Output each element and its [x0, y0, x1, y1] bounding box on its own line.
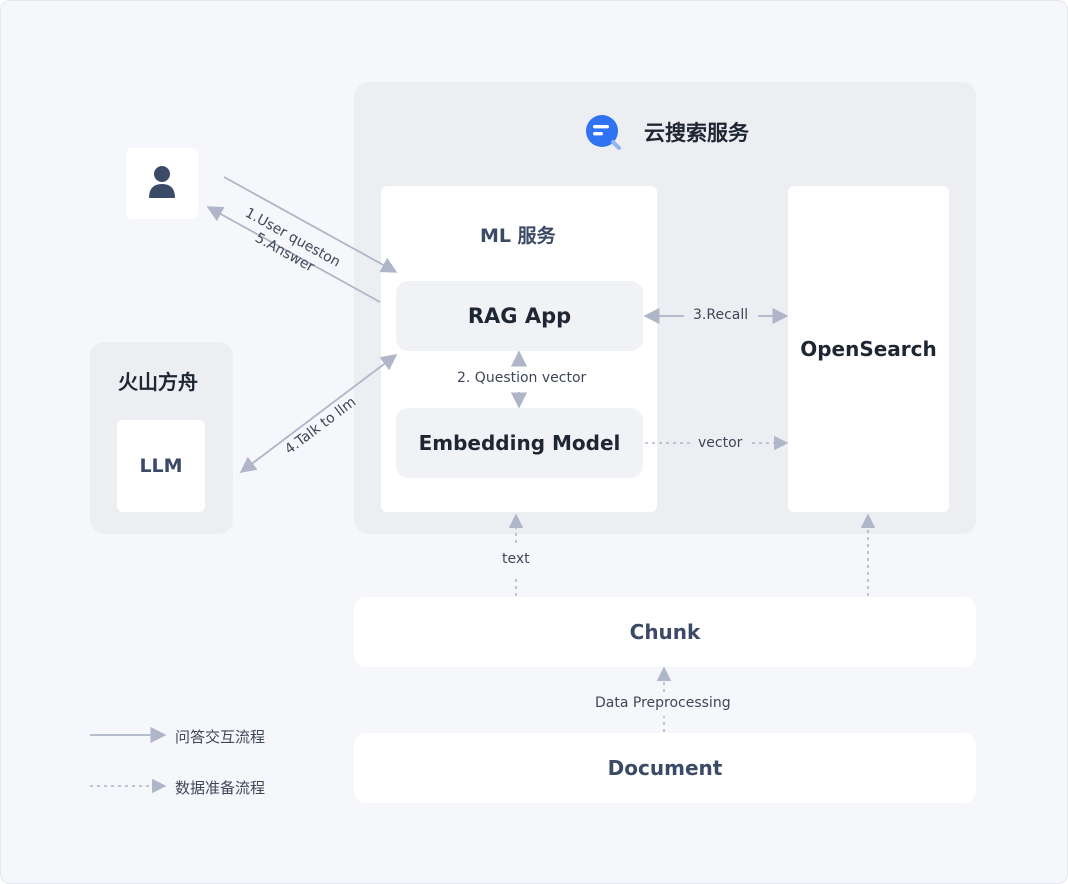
search-service-icon — [584, 113, 622, 151]
embedding-model-label: Embedding Model — [418, 431, 621, 455]
edge-label-data-preprocessing: Data Preprocessing — [595, 695, 731, 711]
legend-dashed-label: 数据准备流程 — [175, 779, 266, 797]
ml-service-title: ML 服务 — [480, 225, 556, 247]
cloud-search-service-title: 云搜索服务 — [644, 121, 749, 145]
opensearch-node: OpenSearch — [788, 186, 949, 512]
edge-label-text: text — [502, 551, 530, 567]
rag-app-label: RAG App — [467, 304, 572, 328]
embedding-model-node: Embedding Model — [396, 408, 643, 478]
llm-node: LLM — [117, 420, 205, 512]
edge-label-question-vector: 2. Question vector — [457, 370, 587, 386]
chunk-node: Chunk — [354, 597, 976, 667]
llm-label: LLM — [139, 455, 183, 477]
document-label: Document — [607, 756, 723, 780]
edge-label-recall: 3.Recall — [693, 307, 749, 323]
chunk-label: Chunk — [629, 620, 701, 644]
opensearch-label: OpenSearch — [800, 337, 937, 361]
edge-label-vector: vector — [698, 435, 743, 451]
legend-solid-label: 问答交互流程 — [175, 728, 266, 746]
ark-title: 火山方舟 — [118, 370, 198, 394]
user-icon — [147, 165, 177, 203]
document-node: Document — [354, 733, 976, 803]
user-node — [126, 148, 198, 219]
rag-app-node: RAG App — [396, 281, 643, 351]
